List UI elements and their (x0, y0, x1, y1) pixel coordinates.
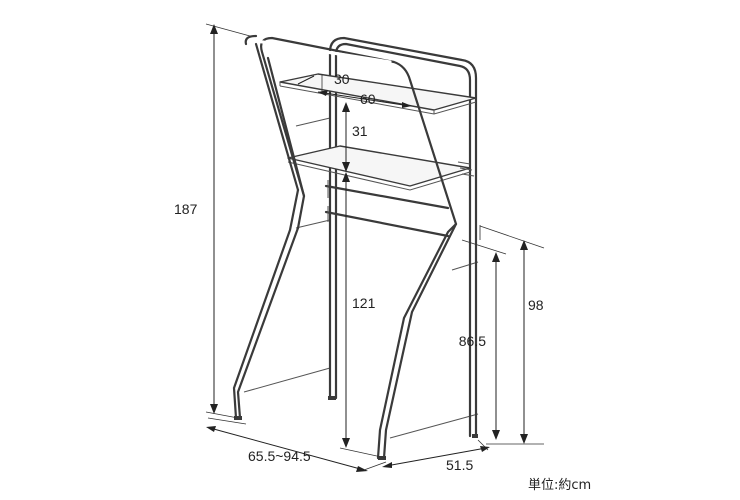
label-lower-shelf-height: 121 (352, 295, 376, 311)
rack-illustration (232, 34, 481, 460)
label-width-range: 65.5~94.5 (248, 448, 311, 464)
rack-lower-rails (324, 180, 450, 238)
label-depth: 51.5 (446, 457, 473, 473)
rack-back-braces (243, 117, 479, 439)
label-shelf-width: 60 (360, 91, 376, 107)
unit-label: 単位:約cm (528, 477, 591, 493)
label-total-height: 187 (174, 201, 198, 217)
dimension-lines (205, 23, 545, 472)
label-rail-height-inner: 86.5 (459, 333, 486, 349)
dimension-labels: 30 60 31 187 121 98 86.5 65.5~94.5 51.5 … (174, 71, 591, 493)
upper-shelf (279, 73, 477, 111)
lower-shelf (287, 145, 471, 187)
label-shelf-depth: 30 (334, 71, 350, 87)
shelf-hooks (457, 161, 475, 177)
label-shelf-spacing: 31 (352, 123, 368, 139)
label-rail-height-outer: 98 (528, 297, 544, 313)
rack-front-frame (232, 34, 458, 460)
